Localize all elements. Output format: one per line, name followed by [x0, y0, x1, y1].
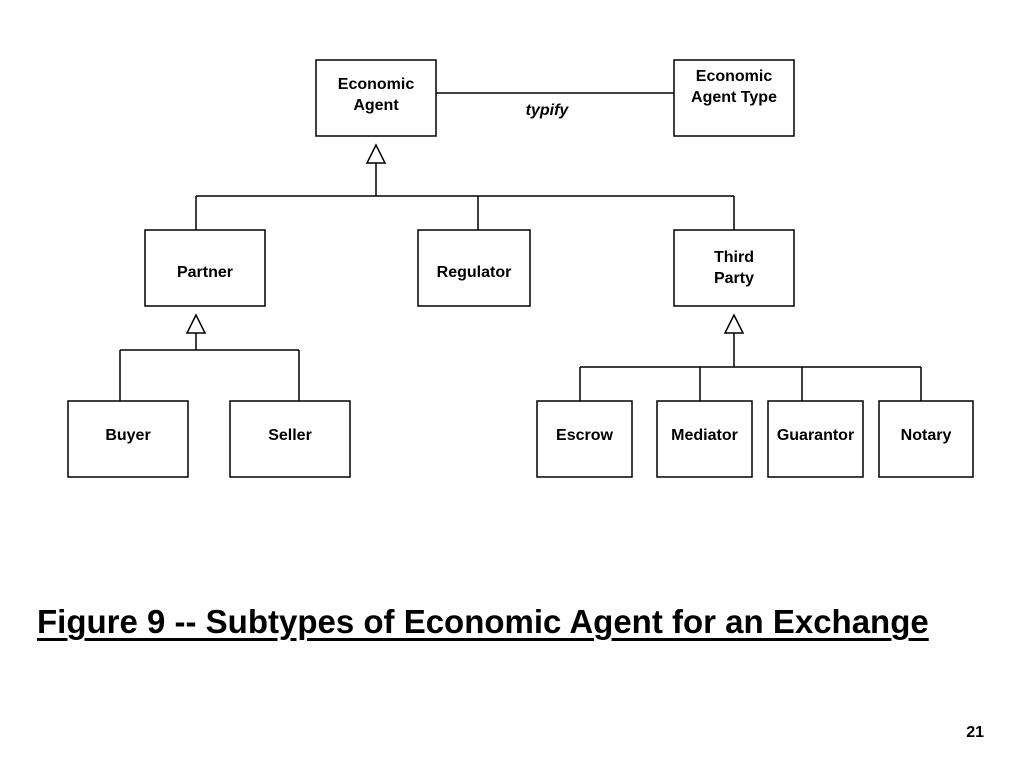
buyer-box: Buyer [67, 400, 189, 478]
partner-rect [144, 229, 266, 307]
mediator-box: Mediator [656, 400, 753, 478]
notary-box: Notary [878, 400, 974, 478]
economic-agent-type-rect [673, 59, 795, 137]
seller-box: Seller [229, 400, 351, 478]
economic-agent-label: Agent [353, 97, 399, 114]
escrow-label: Escrow [556, 427, 613, 444]
generalization-arrow [723, 313, 745, 334]
notary-label: Notary [901, 427, 952, 444]
regulator-box: Regulator [417, 229, 531, 307]
partner-box: Partner [144, 229, 266, 307]
notary-rect [878, 400, 974, 478]
mediator-label: Mediator [671, 427, 738, 444]
third-party-label: Party [714, 270, 754, 287]
economic-agent-type-label: Economic [696, 68, 773, 85]
seller-rect [229, 400, 351, 478]
page-number: 21 [966, 724, 984, 741]
guarantor-rect [767, 400, 864, 478]
escrow-rect [536, 400, 633, 478]
third-party-label: Third [714, 249, 754, 266]
economic-agent-rect [315, 59, 437, 137]
figure-caption: Figure 9 -- Subtypes of Economic Agent f… [37, 603, 929, 640]
economic-agent-label: Economic [338, 76, 415, 93]
third-party-rect [673, 229, 795, 307]
escrow-box: Escrow [536, 400, 633, 478]
buyer-label: Buyer [105, 427, 150, 444]
guarantor-box: Guarantor [767, 400, 864, 478]
guarantor-label: Guarantor [777, 427, 854, 444]
seller-label: Seller [268, 427, 312, 444]
partner-label: Partner [177, 264, 233, 281]
economic-agent-type-label: Agent Type [691, 89, 777, 106]
mediator-rect [656, 400, 753, 478]
generalization-arrow [365, 143, 387, 164]
generalization-arrow [185, 313, 207, 334]
buyer-rect [67, 400, 189, 478]
regulator-label: Regulator [437, 264, 512, 281]
regulator-rect [417, 229, 531, 307]
association-label: typify [526, 102, 570, 119]
connectors: typify [119, 92, 922, 401]
